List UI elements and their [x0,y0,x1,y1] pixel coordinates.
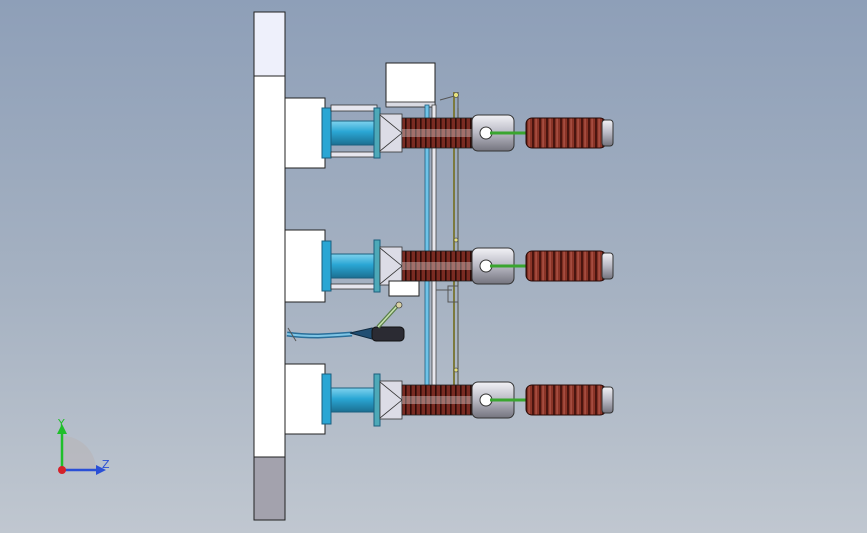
insulator-bushing [401,117,473,149]
terminal-cap [601,119,614,147]
terminal-cap [601,386,614,414]
insulator-shed [525,250,607,282]
insulator-bushing [401,384,473,416]
pole-top[interactable] [284,97,614,169]
z-axis-label: Z [102,458,110,471]
bracket-block [284,363,326,435]
aux-switch-box [388,280,420,297]
actuator-cylinder [330,120,378,146]
insulator-shed [525,384,607,416]
axis-triad: Y Z [57,417,110,475]
triad-quadrant [62,436,96,470]
bracket-flange [321,373,332,425]
x-axis-dot [58,466,66,474]
bracket-block [284,97,326,169]
pole-middle[interactable] [284,229,614,303]
actuator-cylinder [330,387,378,413]
mounting-plate [253,11,286,521]
control-box [385,62,436,108]
actuator-cylinder [330,253,378,279]
mount-flange [373,107,381,159]
bracket-flange [321,107,332,159]
pole-bottom[interactable] [284,363,614,435]
y-axis-label: Y [57,417,65,430]
insulator-bushing [401,250,473,282]
mount-flange [373,239,381,293]
terminal-cap [601,252,614,280]
mount-flange [373,373,381,427]
bracket-flange [321,240,332,292]
flexible-conduit [286,301,405,342]
insulator-shed [525,117,607,149]
bracket-block [284,229,326,303]
